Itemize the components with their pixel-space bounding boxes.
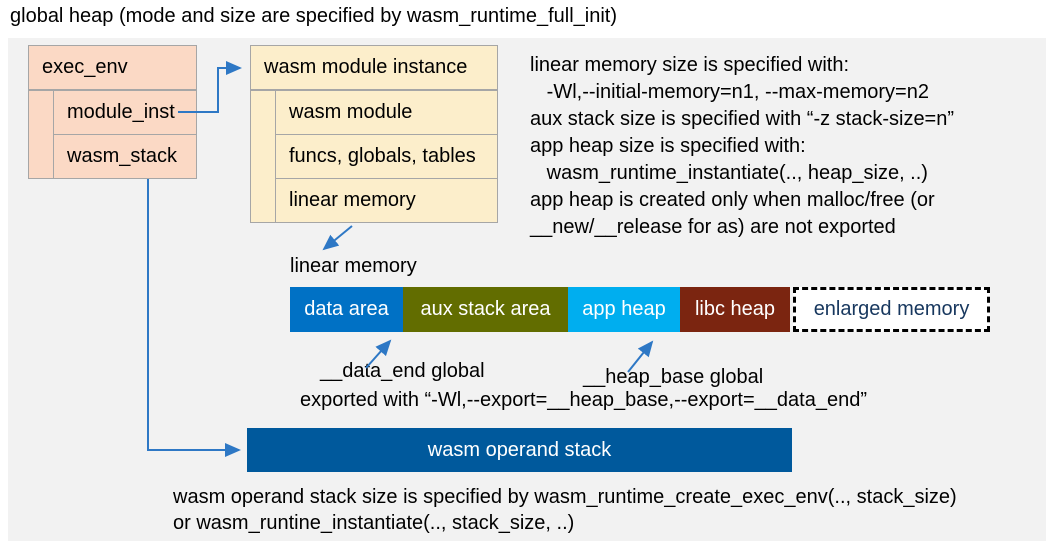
- footer-line: or wasm_runtine_instantiate(.., stack_si…: [173, 512, 575, 534]
- segment-app-heap: app heap: [568, 287, 680, 332]
- footer-line: wasm operand stack size is specified by …: [173, 486, 957, 508]
- footer-note: wasm operand stack size is specified by …: [173, 484, 957, 536]
- segment-libc-heap: libc heap: [680, 287, 790, 332]
- module-instance-field-wasm-module: wasm module: [275, 90, 498, 135]
- exec-env-field-module-inst: module_inst: [53, 90, 197, 135]
- annotation-heap-base-global: __heap_base global: [583, 366, 764, 388]
- note-line: app heap is created only when malloc/fre…: [530, 189, 935, 211]
- linear-memory-label: linear memory: [290, 255, 417, 277]
- note-line: __new/__release for as) are not exported: [530, 216, 896, 238]
- notes-block: linear memory size is specified with: -W…: [530, 52, 954, 241]
- segment-data-area: data area: [290, 287, 403, 332]
- module-instance-header: wasm module instance: [250, 45, 498, 90]
- note-line: aux stack size is specified with “-z sta…: [530, 108, 955, 130]
- module-instance-field-linear-memory: linear memory: [275, 178, 498, 223]
- note-line: linear memory size is specified with:: [530, 54, 849, 76]
- operand-stack-bar: wasm operand stack: [247, 428, 792, 472]
- annotation-exported-flags: exported with “-Wl,--export=__heap_base,…: [300, 389, 867, 411]
- diagram-title: global heap (mode and size are specified…: [10, 5, 617, 27]
- segment-aux-stack-area: aux stack area: [403, 287, 568, 332]
- note-line: -Wl,--initial-memory=n1, --max-memory=n2: [530, 81, 929, 103]
- note-line: wasm_runtime_instantiate(.., heap_size, …: [530, 162, 928, 184]
- segment-enlarged-memory: enlarged memory: [793, 287, 990, 332]
- exec-env-field-wasm-stack: wasm_stack: [53, 134, 197, 179]
- module-instance-spine: [250, 90, 276, 223]
- note-line: app heap size is specified with:: [530, 135, 806, 157]
- exec-env-spine: [28, 90, 54, 179]
- annotation-data-end-global: __data_end global: [320, 360, 485, 382]
- exec-env-header: exec_env: [28, 45, 197, 90]
- module-instance-field-funcs-globals-tables: funcs, globals, tables: [275, 134, 498, 179]
